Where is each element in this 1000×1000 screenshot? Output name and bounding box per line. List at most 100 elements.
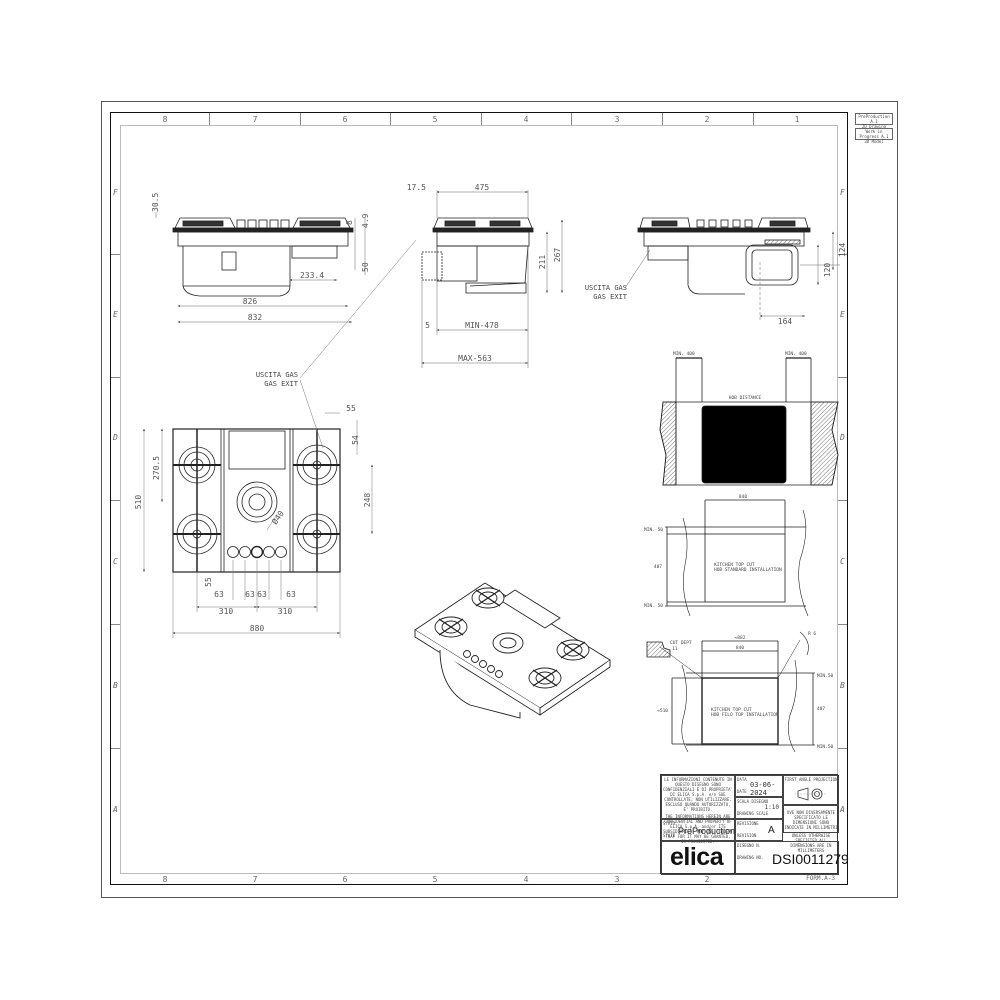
zone-label: D (840, 433, 845, 442)
svg-text:63: 63 (214, 590, 224, 599)
zone-label: A (113, 805, 118, 814)
form-label: FORM.A-3 (806, 875, 835, 882)
svg-text:5: 5 (425, 321, 430, 330)
svg-text:510: 510 (134, 495, 143, 510)
projection-cell: FIRST ANGLE PROJECTION (783, 775, 839, 805)
revision-cell: REVISIONE REVISION A (735, 819, 783, 841)
zone-label: 4 (523, 115, 529, 124)
elica-logo: elica (670, 843, 724, 871)
svg-text:248: 248 (363, 493, 372, 508)
scale-cell: SCALA DISEGNO DRAWING SCALE 1:10 (735, 797, 783, 819)
scale-value: 1:10 (764, 804, 779, 811)
gas-exit-label-it: USCITA GAS (256, 371, 298, 379)
zone-label: E (113, 310, 118, 319)
svg-text:MIN.50: MIN.50 (817, 673, 834, 679)
svg-text:MIN. 400: MIN. 400 (673, 351, 695, 357)
hob-distance-title: HOB DISTANCE (729, 395, 762, 401)
status-tag-3d: Work in Progress A.1 3D Model (855, 128, 893, 144)
gas-exit-label-en: GAS EXIT (264, 380, 299, 388)
svg-text:CUT DEPT: CUT DEPT (670, 640, 692, 646)
svg-text:840: 840 (736, 645, 744, 651)
svg-text:HOB STANDARD INSTALLATION: HOB STANDARD INSTALLATION (714, 567, 782, 573)
svg-text:≈882: ≈882 (735, 635, 746, 641)
drawing-inner-border (120, 125, 838, 874)
svg-text:R 6: R 6 (808, 631, 816, 637)
svg-text:63: 63 (257, 590, 267, 599)
title-block: LE INFORMAZIONI CONTENUTE IN QUESTO DISE… (660, 774, 849, 875)
svg-text:826: 826 (243, 297, 258, 306)
svg-text:233.4: 233.4 (300, 271, 324, 280)
svg-text:310: 310 (278, 607, 293, 616)
drawing-frame (110, 112, 848, 885)
svg-text:8: 8 (345, 220, 354, 225)
zone-label: 5 (432, 875, 438, 884)
svg-text:≈510: ≈510 (657, 708, 668, 714)
svg-text:HOB FILO TOP INSTALLATION: HOB FILO TOP INSTALLATION (711, 712, 779, 718)
flush-install-diagram (646, 631, 815, 753)
zone-label: C (113, 557, 118, 566)
brand-cell: elica (661, 841, 735, 875)
svg-text:487: 487 (817, 706, 825, 712)
status-tag-2d: PreProduction A.1 2D Drawing (855, 113, 893, 129)
zone-label: F (113, 188, 118, 197)
drawing-number: DSI0011279 (772, 851, 849, 867)
svg-text:4.9: 4.9 (361, 213, 370, 228)
svg-text:54: 54 (351, 435, 360, 445)
isometric-view (414, 582, 611, 719)
zone-label: 4 (523, 875, 529, 884)
hob-distance-diagram (659, 357, 839, 486)
svg-text:30.5: 30.5 (151, 193, 160, 212)
svg-text:MIN. 50: MIN. 50 (644, 527, 663, 533)
zone-label: C (840, 557, 845, 566)
svg-text:310: 310 (219, 607, 234, 616)
first-angle-projection-icon (794, 787, 826, 801)
svg-text:840: 840 (739, 494, 747, 500)
svg-text:50: 50 (361, 262, 370, 272)
date-cell: DATA DATE 03-06-2024 (735, 775, 783, 797)
svg-text:KITCHEN TOP CUT: KITCHEN TOP CUT (714, 562, 755, 568)
zone-label: 6 (342, 875, 348, 884)
state-value: PreProduction (678, 826, 736, 836)
sheet-border (101, 101, 898, 898)
revision-value: A (768, 825, 775, 836)
zone-label: 2 (704, 115, 710, 124)
zone-label: 8 (162, 875, 168, 884)
top-view (143, 239, 417, 638)
svg-text:17.5: 17.5 (407, 183, 426, 192)
svg-text:124: 124 (838, 243, 847, 258)
svg-text:211: 211 (538, 255, 547, 270)
svg-text:MAX-563: MAX-563 (458, 354, 492, 363)
svg-text:KITCHEN TOP CUT: KITCHEN TOP CUT (711, 707, 752, 713)
svg-text:63: 63 (286, 590, 296, 599)
svg-text:55: 55 (204, 577, 213, 587)
svg-text:832: 832 (248, 313, 263, 322)
svg-text:475: 475 (475, 183, 490, 192)
zone-label: 6 (342, 115, 348, 124)
date-value: 03-06-2024 (750, 781, 776, 797)
zone-label: A (840, 805, 845, 814)
svg-text:120: 120 (823, 263, 832, 278)
svg-text:63: 63 (245, 590, 255, 599)
front-view (155, 212, 366, 323)
svg-text:267: 267 (553, 248, 562, 263)
zone-label: 7 (252, 115, 258, 124)
zone-label: 1 (794, 115, 800, 124)
svg-text:MIN-478: MIN-478 (465, 321, 499, 330)
zone-label: 8 (162, 115, 168, 124)
zone-label: 3 (614, 115, 620, 124)
zone-label: 2 (704, 875, 710, 884)
svg-text:164: 164 (778, 317, 793, 326)
gas-exit-label-en: GAS EXIT (593, 293, 628, 301)
side-view (421, 190, 563, 368)
svg-text:487: 487 (654, 564, 662, 570)
zone-label: 3 (614, 875, 620, 884)
drawing-number-cell: DISEGNO N. DRAWING NO. DSI0011279 (735, 841, 849, 875)
zone-label: B (840, 681, 845, 690)
svg-text:MIN. 50: MIN. 50 (644, 603, 663, 609)
standard-install-diagram (665, 499, 809, 617)
svg-text:Ø40: Ø40 (269, 508, 286, 526)
zone-label: 7 (252, 875, 258, 884)
zone-label: B (113, 681, 118, 690)
svg-text:55: 55 (346, 404, 356, 413)
